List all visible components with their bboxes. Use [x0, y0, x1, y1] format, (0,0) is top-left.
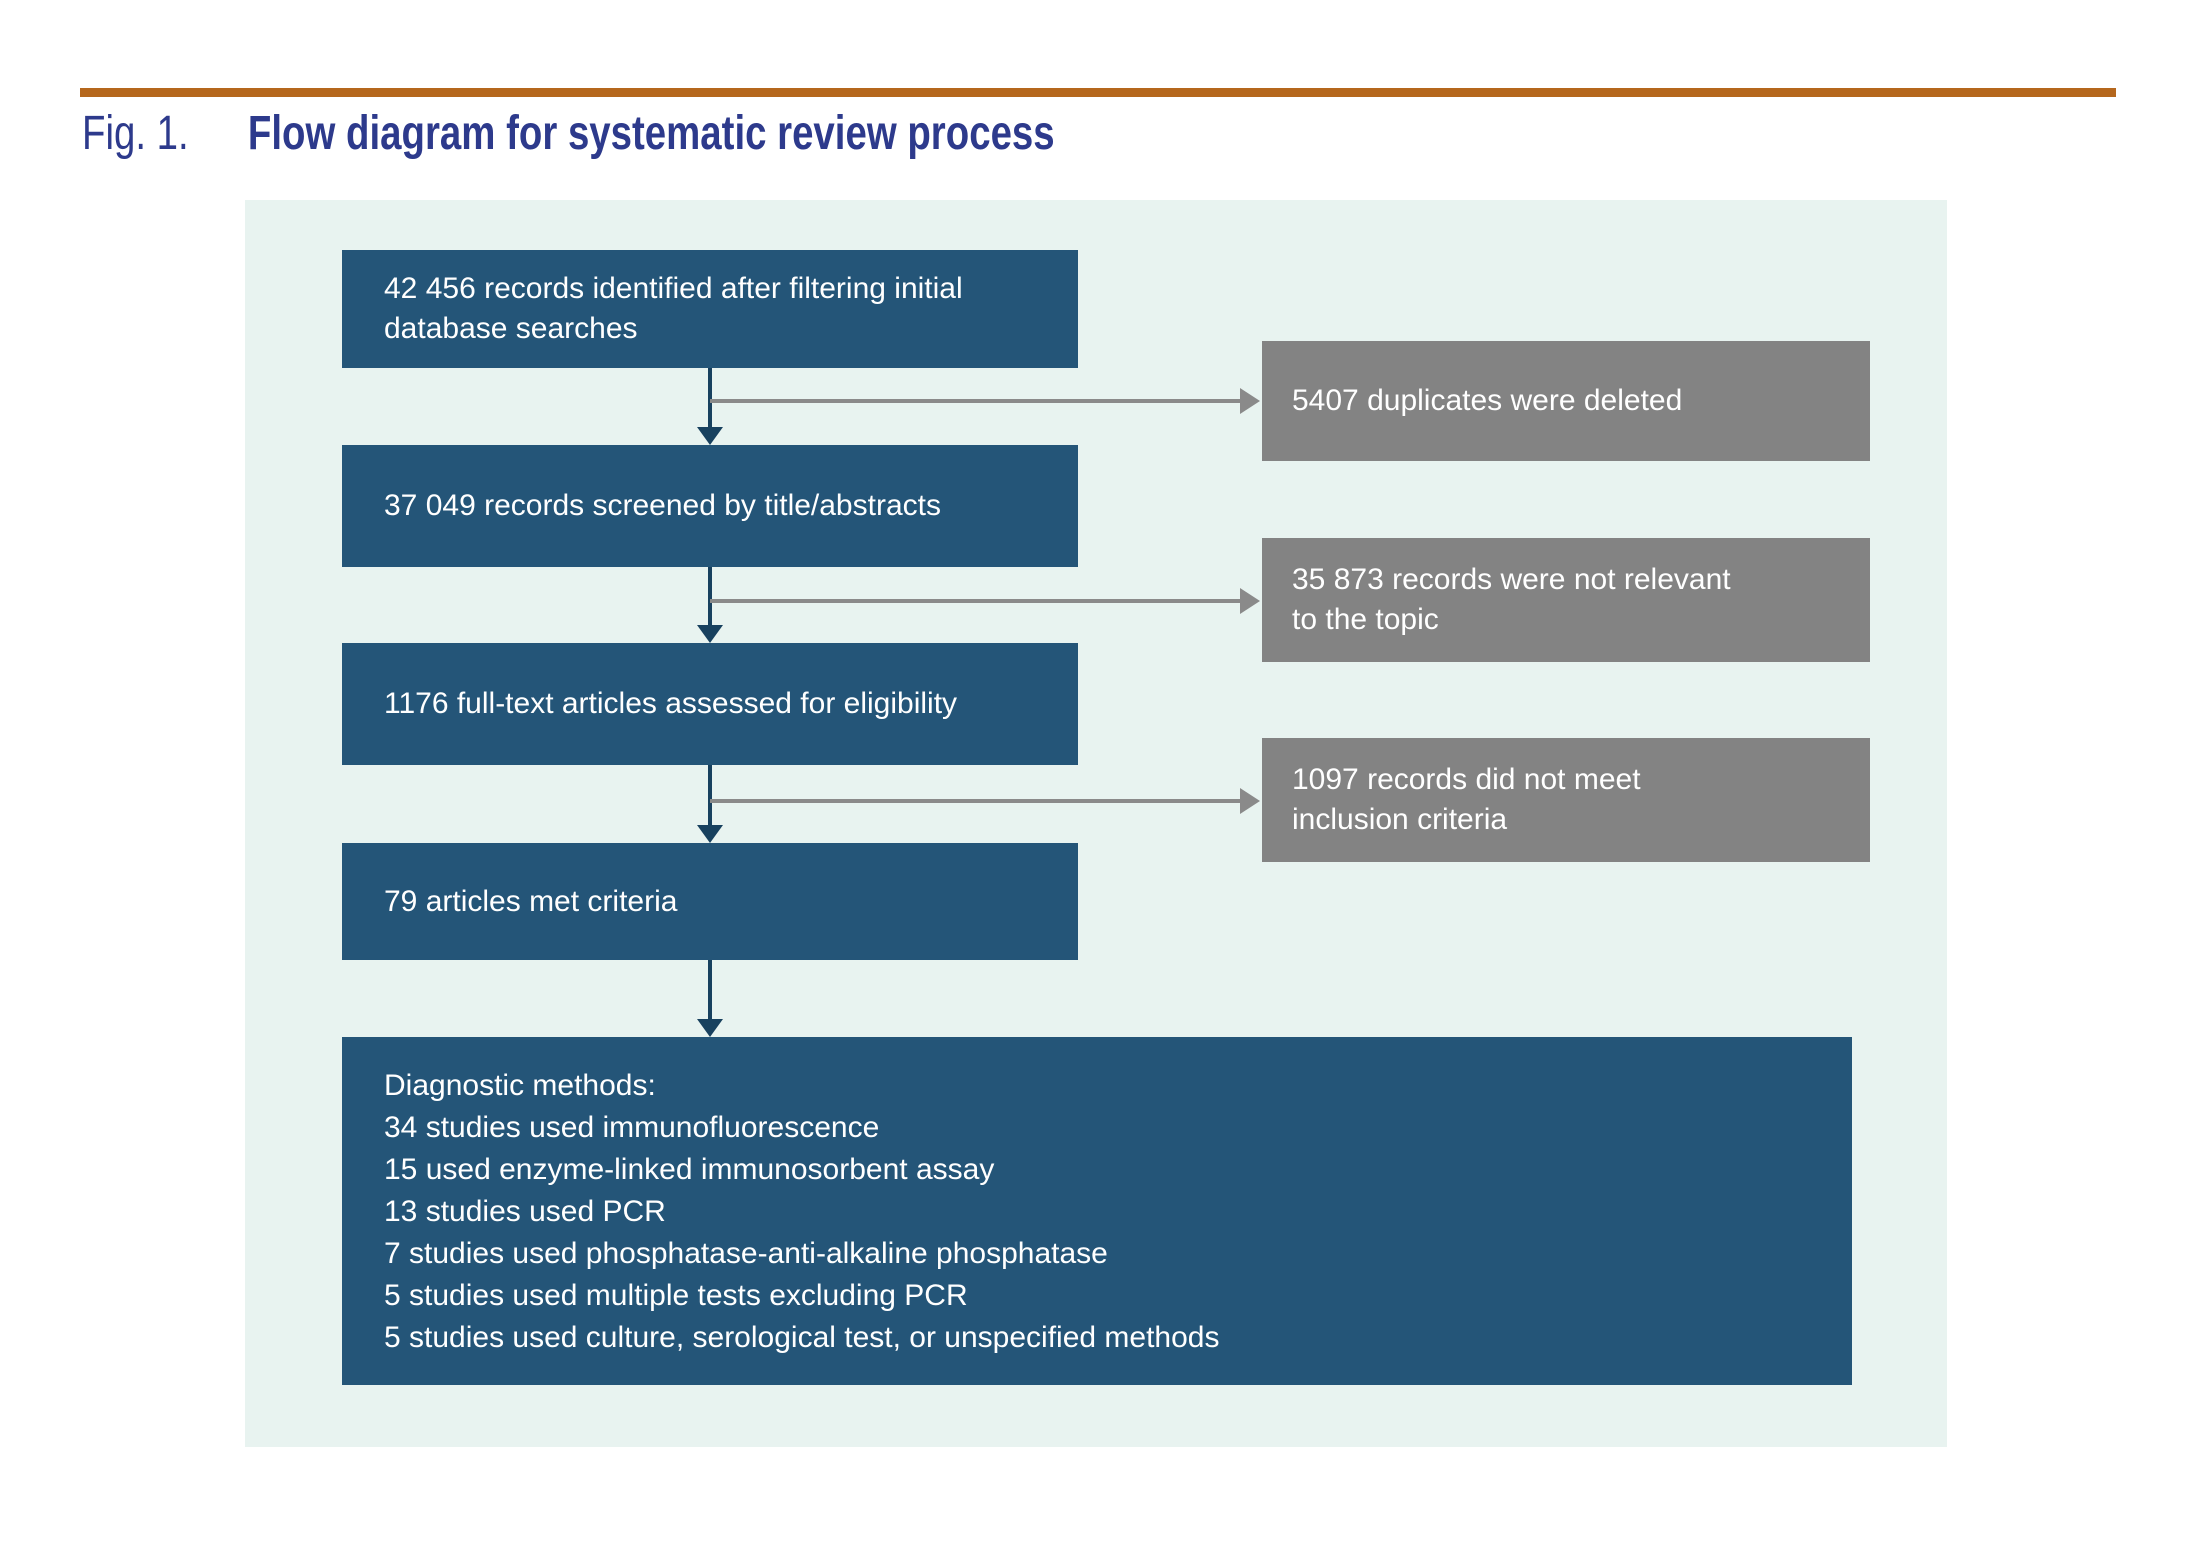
process-box-text: 1176 full-text articles assessed for eli… — [384, 687, 958, 720]
diagnostic-method-line: 5 studies used multiple tests excluding … — [384, 1279, 968, 1312]
exclusion-box-not-relevant: 35 873 records were not relevant to the … — [1262, 538, 1870, 662]
process-box-text: 42 456 records identified after filterin… — [384, 272, 963, 345]
process-box-records-screened: 37 049 records screened by title/abstrac… — [342, 445, 1078, 567]
down-arrow-line-2 — [708, 567, 712, 625]
process-box-articles-met-criteria: 79 articles met criteria — [342, 843, 1078, 960]
down-arrow-head-icon — [697, 1019, 723, 1037]
orange-divider-rule — [80, 88, 2116, 97]
right-arrow-head-icon — [1240, 788, 1260, 814]
down-arrow-line-4 — [708, 960, 712, 1019]
right-arrow-line-1 — [710, 399, 1242, 403]
down-arrow-head-icon — [697, 625, 723, 643]
process-box-records-identified: 42 456 records identified after filterin… — [342, 250, 1078, 368]
right-arrow-head-icon — [1240, 588, 1260, 614]
down-arrow-line-3 — [708, 765, 712, 825]
down-arrow-head-icon — [697, 427, 723, 445]
exclusion-box-text: 35 873 records were not relevant to the … — [1292, 563, 1731, 636]
figure-number-label: Fig. 1. — [82, 107, 189, 160]
exclusion-box-inclusion-criteria: 1097 records did not meet inclusion crit… — [1262, 738, 1870, 862]
right-arrow-line-2 — [710, 599, 1242, 603]
figure-heading: Fig. 1. Flow diagram for systematic revie… — [82, 106, 1055, 162]
exclusion-box-text: 5407 duplicates were deleted — [1292, 384, 1683, 417]
process-box-fulltext-assessed: 1176 full-text articles assessed for eli… — [342, 643, 1078, 765]
exclusion-box-duplicates: 5407 duplicates were deleted — [1262, 341, 1870, 461]
diagnostic-method-line: 7 studies used phosphatase-anti-alkaline… — [384, 1237, 1108, 1270]
right-arrow-line-3 — [710, 799, 1242, 803]
figure-title: Flow diagram for systematic review proce… — [247, 107, 1055, 160]
diagnostic-method-line: 15 used enzyme-linked immunosorbent assa… — [384, 1153, 995, 1186]
diagnostic-methods-box: Diagnostic methods: 34 studies used immu… — [342, 1037, 1852, 1385]
diagnostic-method-line: 34 studies used immunofluorescence — [384, 1111, 880, 1144]
right-arrow-head-icon — [1240, 388, 1260, 414]
down-arrow-line-1 — [708, 368, 712, 428]
diagnostic-method-line: 13 studies used PCR — [384, 1195, 666, 1228]
diagnostic-method-line: 5 studies used culture, serological test… — [384, 1321, 1220, 1354]
down-arrow-head-icon — [697, 825, 723, 843]
process-box-text: 37 049 records screened by title/abstrac… — [384, 489, 941, 522]
process-box-text: 79 articles met criteria — [384, 884, 678, 918]
diagnostic-methods-heading: Diagnostic methods: — [384, 1069, 656, 1102]
exclusion-box-text: 1097 records did not meet inclusion crit… — [1292, 763, 1641, 836]
